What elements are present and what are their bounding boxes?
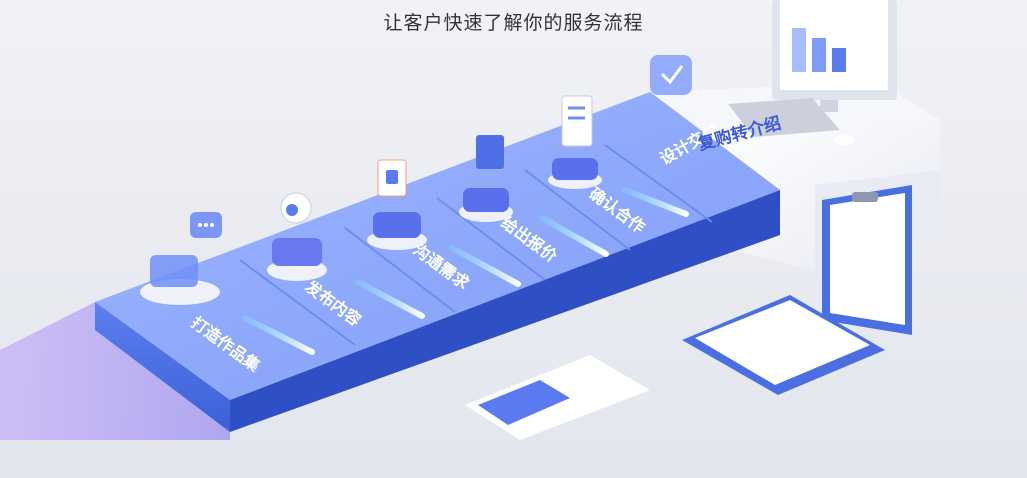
brochure-document — [465, 355, 650, 440]
step-icons — [140, 55, 692, 305]
quote-icon — [459, 135, 513, 222]
communicate-icon — [367, 159, 427, 250]
confirm-icon — [548, 95, 602, 189]
step-risers — [239, 144, 713, 346]
delivery-icon — [650, 55, 692, 95]
glow-bars — [242, 187, 689, 355]
floor-strip — [0, 302, 230, 440]
page-title: 让客户快速了解你的服务流程 — [383, 12, 644, 34]
monitor-icon — [728, 0, 897, 145]
staircase — [95, 92, 780, 432]
portfolio-icon — [140, 212, 222, 305]
contract-document — [682, 295, 885, 395]
publish-icon — [267, 192, 327, 281]
clipboard-icon — [822, 185, 912, 335]
